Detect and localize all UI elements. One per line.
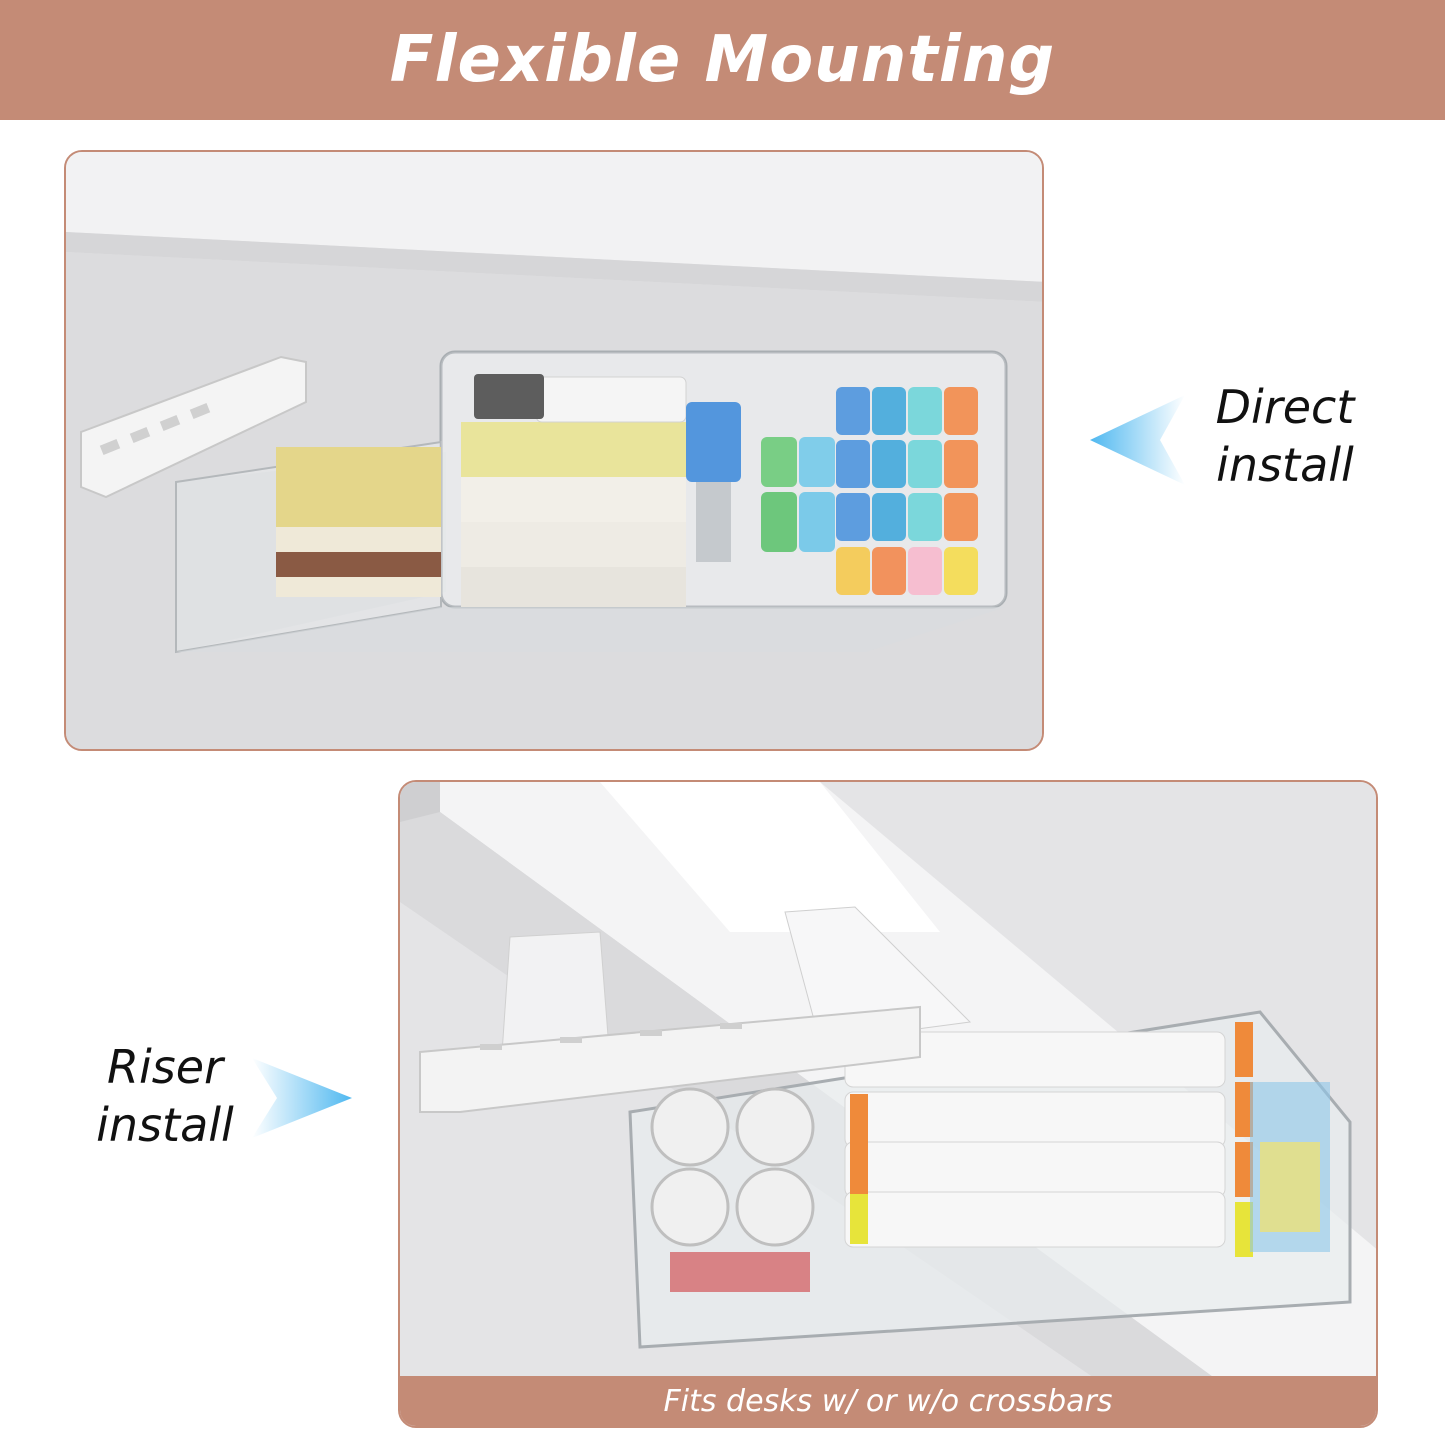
page-title: Flexible Mounting: [389, 23, 1056, 97]
title-banner: Flexible Mounting: [0, 0, 1445, 120]
direct-install-photo-panel: [64, 150, 1044, 751]
riser-install-photo-panel: Fits desks w/ or w/o crossbars: [398, 780, 1378, 1428]
riser-install-line-1: Riser: [107, 1040, 223, 1094]
caption-bar: Fits desks w/ or w/o crossbars: [400, 1376, 1376, 1426]
arrow-right-icon: [252, 1058, 352, 1138]
riser-install-label: Riser install: [70, 1038, 260, 1154]
arrow-left-icon: [1090, 395, 1185, 485]
riser-install-line-2: install: [96, 1098, 234, 1152]
direct-install-line-1: Direct: [1215, 380, 1355, 434]
direct-install-line-2: install: [1216, 438, 1354, 492]
caption-text: Fits desks w/ or w/o crossbars: [663, 1383, 1113, 1419]
riser-install-illustration: [400, 782, 1376, 1382]
direct-install-label: Direct install: [1190, 378, 1380, 494]
direct-install-illustration: [66, 152, 1042, 749]
